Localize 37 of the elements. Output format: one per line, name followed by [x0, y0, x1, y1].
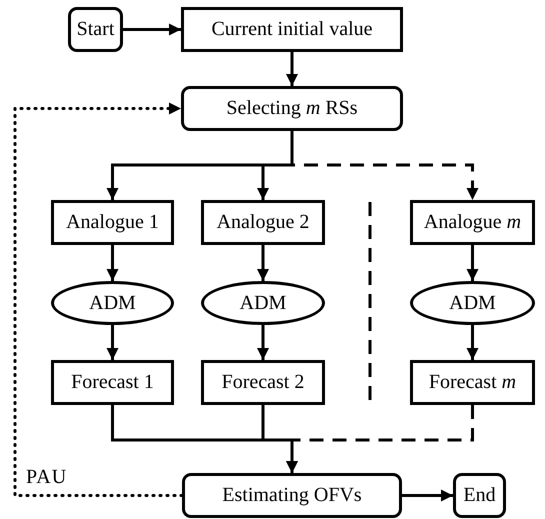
arrow: [466, 245, 478, 281]
node-label: End: [463, 484, 496, 507]
node-label: Forecast 2: [222, 371, 304, 394]
node-label: Estimating OFVs: [222, 484, 362, 507]
dotted-arrow: [14, 102, 184, 497]
process-box: [201, 360, 325, 405]
process-box: [51, 200, 174, 245]
terminal-box: [453, 473, 506, 518]
process-box: [181, 7, 403, 52]
process-box: [201, 200, 325, 245]
terminal-box: [181, 86, 403, 131]
arrow: [123, 24, 181, 36]
node-label: Selecting m RSs: [226, 97, 358, 120]
node-label: ADM: [240, 292, 286, 314]
node-label: ADM: [449, 292, 496, 314]
node-label: ADM: [89, 292, 136, 314]
arrow: [257, 245, 269, 281]
arrow: [402, 490, 453, 502]
arrow: [290, 131, 478, 200]
node-label: Current initial value: [211, 18, 373, 41]
node-label: Analogue m: [424, 211, 522, 234]
arrow: [286, 52, 298, 86]
arrow: [106, 245, 118, 281]
terminal-box: [182, 473, 402, 518]
node-label: Analogue 1: [66, 211, 159, 234]
arrow: [257, 325, 269, 360]
process-box: [410, 200, 535, 245]
arrow: [466, 325, 478, 360]
arrow: [286, 405, 474, 473]
node-label: Analogue 2: [216, 211, 310, 234]
node-label: Start: [76, 18, 114, 41]
terminal-box: [68, 7, 123, 52]
process-box: [410, 360, 535, 405]
node-label: Forecast m: [428, 371, 516, 394]
arrow: [106, 325, 118, 360]
node-label: Forecast 1: [71, 371, 154, 394]
process-box: [51, 360, 174, 405]
